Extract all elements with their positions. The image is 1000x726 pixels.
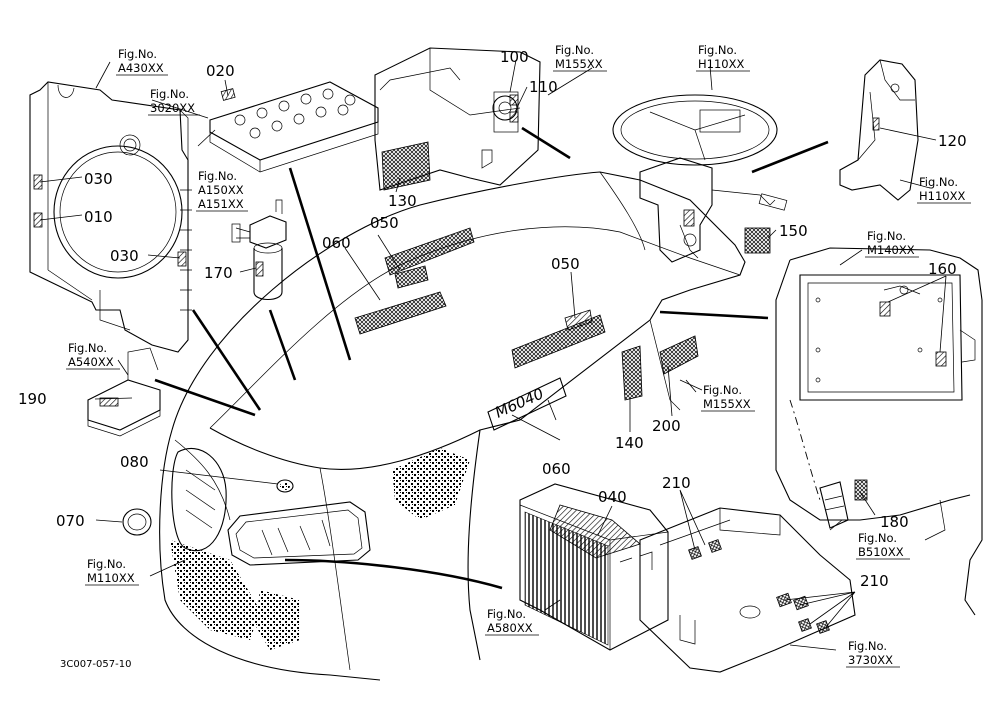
part-label-180: 180 <box>880 513 909 531</box>
battery-drawing <box>519 483 669 651</box>
cab-side-panel-drawing <box>775 247 983 616</box>
fig-ref-b510xx: Fig.No. B510XX <box>856 531 910 560</box>
part-label-170: 170 <box>204 264 233 282</box>
fig-ref-h110xx-right-code: H110XX <box>919 189 965 203</box>
fig-ref-m110xx: Fig.No. M110XX <box>85 557 139 586</box>
part-label-190: 190 <box>18 390 47 408</box>
part-label-210-lower: 210 <box>860 572 889 590</box>
part-label-100: 100 <box>500 48 529 66</box>
fig-ref-a430xx-code: A430XX <box>118 61 164 75</box>
fig-ref-a430xx-label: Fig.No. <box>118 47 157 61</box>
fig-ref-h110xx-top: Fig.No. H110XX <box>696 43 750 72</box>
fig-ref-m155xx-top-code: M155XX <box>555 57 603 71</box>
part-label-130: 130 <box>388 192 417 210</box>
fig-ref-a540xx-label: Fig.No. <box>68 341 107 355</box>
part-label-020: 020 <box>206 62 235 80</box>
fig-ref-3020xx: Fig.No. 3020XX <box>148 87 200 116</box>
assembly-arrows <box>154 126 829 590</box>
fig-ref-a150xx: Fig.No. A150XX A151XX <box>196 169 248 212</box>
fig-ref-h110xx-top-label: Fig.No. <box>698 43 737 57</box>
emblem-070-drawing <box>122 508 152 536</box>
part-label-050-upper: 050 <box>370 214 399 232</box>
fig-ref-m110xx-code: M110XX <box>87 571 135 585</box>
drawing-id: 3C007-057-10 <box>60 659 131 670</box>
part-label-210-upper: 210 <box>662 474 691 492</box>
engine-head-drawing <box>209 81 379 173</box>
fig-ref-3730xx-label: Fig.No. <box>848 639 887 653</box>
fig-ref-m155xx-right-label: Fig.No. <box>703 383 742 397</box>
fig-ref-m110xx-label: Fig.No. <box>87 557 126 571</box>
fig-ref-a150xx-label: Fig.No. <box>198 169 237 183</box>
fig-ref-a430xx: Fig.No. A430XX <box>116 47 168 76</box>
fig-ref-a580xx-label: Fig.No. <box>487 607 526 621</box>
part-label-060-upper: 060 <box>322 234 351 252</box>
fig-ref-h110xx-top-code: H110XX <box>698 57 744 71</box>
radiator-shroud-drawing <box>29 81 192 353</box>
part-label-080: 080 <box>120 453 149 471</box>
part-label-200: 200 <box>652 417 681 435</box>
fig-ref-a150xx-code: A150XX <box>198 183 244 197</box>
column-cover-drawing <box>839 59 919 201</box>
rear-panel-drawing <box>374 47 541 191</box>
fig-ref-3730xx-code: 3730XX <box>848 653 893 667</box>
fig-ref-h110xx-right: Fig.No. H110XX <box>917 175 971 204</box>
fig-ref-m155xx-top: Fig.No. M155XX <box>553 43 607 72</box>
part-label-010: 010 <box>84 208 113 226</box>
part-label-120: 120 <box>938 132 967 150</box>
fig-ref-h110xx-right-label: Fig.No. <box>919 175 958 189</box>
fig-ref-m155xx-right-code: M155XX <box>703 397 751 411</box>
fig-ref-3020xx-label: Fig.No. <box>150 87 189 101</box>
part-label-050-lower: 050 <box>551 255 580 273</box>
part-label-160: 160 <box>928 260 957 278</box>
fig-ref-m140xx-label: Fig.No. <box>867 229 906 243</box>
part-label-140: 140 <box>615 434 644 452</box>
fig-ref-m140xx: Fig.No. M140XX <box>865 229 919 258</box>
model-badge-text: M6040 <box>492 384 546 421</box>
figure-references: Fig.No. A430XX Fig.No. 3020XX Fig.No. A1… <box>66 43 971 668</box>
steering-column-drawing <box>612 94 788 263</box>
fig-ref-a151xx-code: A151XX <box>198 197 244 211</box>
fig-ref-m155xx-top-label: Fig.No. <box>555 43 594 57</box>
part-label-110: 110 <box>529 78 558 96</box>
fig-ref-3020xx-code: 3020XX <box>150 101 195 115</box>
part-label-070: 070 <box>56 512 85 530</box>
floor-plate-drawing <box>639 507 856 673</box>
fuel-filter-drawing <box>231 199 287 301</box>
fig-ref-a540xx-code: A540XX <box>68 355 114 369</box>
part-number-labels: 020 030 010 030 170 050 060 130 100 110 … <box>18 48 967 590</box>
part-label-150: 150 <box>779 222 808 240</box>
fig-ref-b510xx-label: Fig.No. <box>858 531 897 545</box>
hood-drawing: M6040 <box>159 171 746 681</box>
part-label-060-lower: 060 <box>542 460 571 478</box>
part-label-040: 040 <box>598 488 627 506</box>
fig-ref-a540xx: Fig.No. A540XX <box>66 341 120 370</box>
fig-ref-a580xx-code: A580XX <box>487 621 533 635</box>
leader-lines <box>39 59 947 651</box>
part-label-030-lower: 030 <box>110 247 139 265</box>
bracket-190-drawing <box>87 347 161 437</box>
fig-ref-m155xx-right: Fig.No. M155XX <box>701 383 755 412</box>
fig-ref-3730xx: Fig.No. 3730XX <box>846 639 900 668</box>
part-label-030-upper: 030 <box>84 170 113 188</box>
fig-ref-m140xx-code: M140XX <box>867 243 915 257</box>
fig-ref-b510xx-code: B510XX <box>858 545 904 559</box>
fig-ref-a580xx: Fig.No. A580XX <box>485 607 539 636</box>
